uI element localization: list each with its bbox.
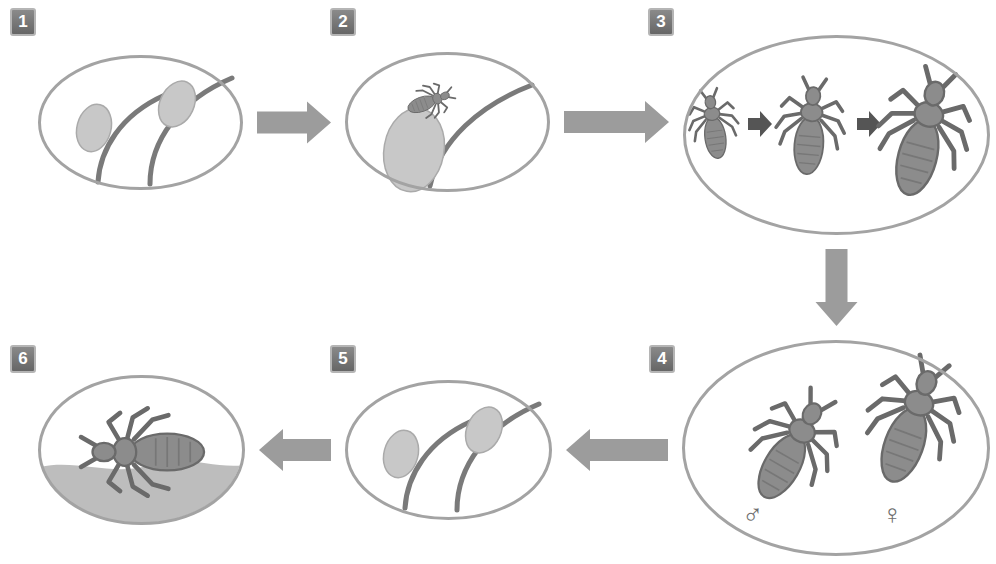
panel-ellipse [38, 55, 243, 190]
panel-ellipse [345, 380, 552, 520]
sex-symbol: ♀ [882, 500, 903, 530]
panel-ellipse [38, 375, 245, 525]
block-arrow [257, 102, 331, 144]
nymph-stages [684, 59, 985, 207]
stage-panel: 3 [683, 35, 990, 235]
louse-on-skin [30, 408, 260, 530]
step-number: 6 [18, 349, 27, 369]
panel-outline [347, 382, 551, 519]
stage-panel: 1 [38, 55, 243, 190]
stage-panel: 4♂♀ [682, 340, 990, 556]
step-number: 3 [656, 12, 665, 32]
panel-ellipse [345, 52, 550, 192]
panel-ellipse [682, 340, 990, 556]
panel-outline [40, 377, 244, 524]
nits-on-hair [71, 75, 232, 184]
new-nits [378, 401, 539, 510]
panel-outline [40, 57, 242, 189]
panel-outline [347, 54, 549, 191]
sex-symbol: ♂ [742, 500, 763, 530]
step-badge: 4 [649, 345, 675, 373]
block-arrow [816, 249, 858, 326]
step-number: 1 [18, 12, 27, 32]
step-number: 2 [338, 12, 347, 32]
step-badge: 6 [10, 345, 36, 373]
step-badge: 2 [330, 8, 356, 36]
hatching-nymph [377, 77, 532, 197]
block-arrow [564, 101, 669, 143]
step-badge: 1 [10, 8, 36, 36]
panel-ellipse [683, 35, 990, 235]
stage-panel: 2 [345, 52, 550, 192]
block-arrow [566, 429, 668, 471]
step-badge: 5 [330, 345, 356, 373]
stage-panel: 5 [345, 380, 552, 520]
panel-outline [684, 342, 989, 555]
stage-panel: 6 [38, 375, 245, 525]
block-arrow [259, 429, 331, 471]
step-number: 5 [338, 349, 347, 369]
panel-outline [685, 37, 989, 234]
step-number: 4 [657, 349, 666, 369]
step-badge: 3 [648, 8, 674, 36]
